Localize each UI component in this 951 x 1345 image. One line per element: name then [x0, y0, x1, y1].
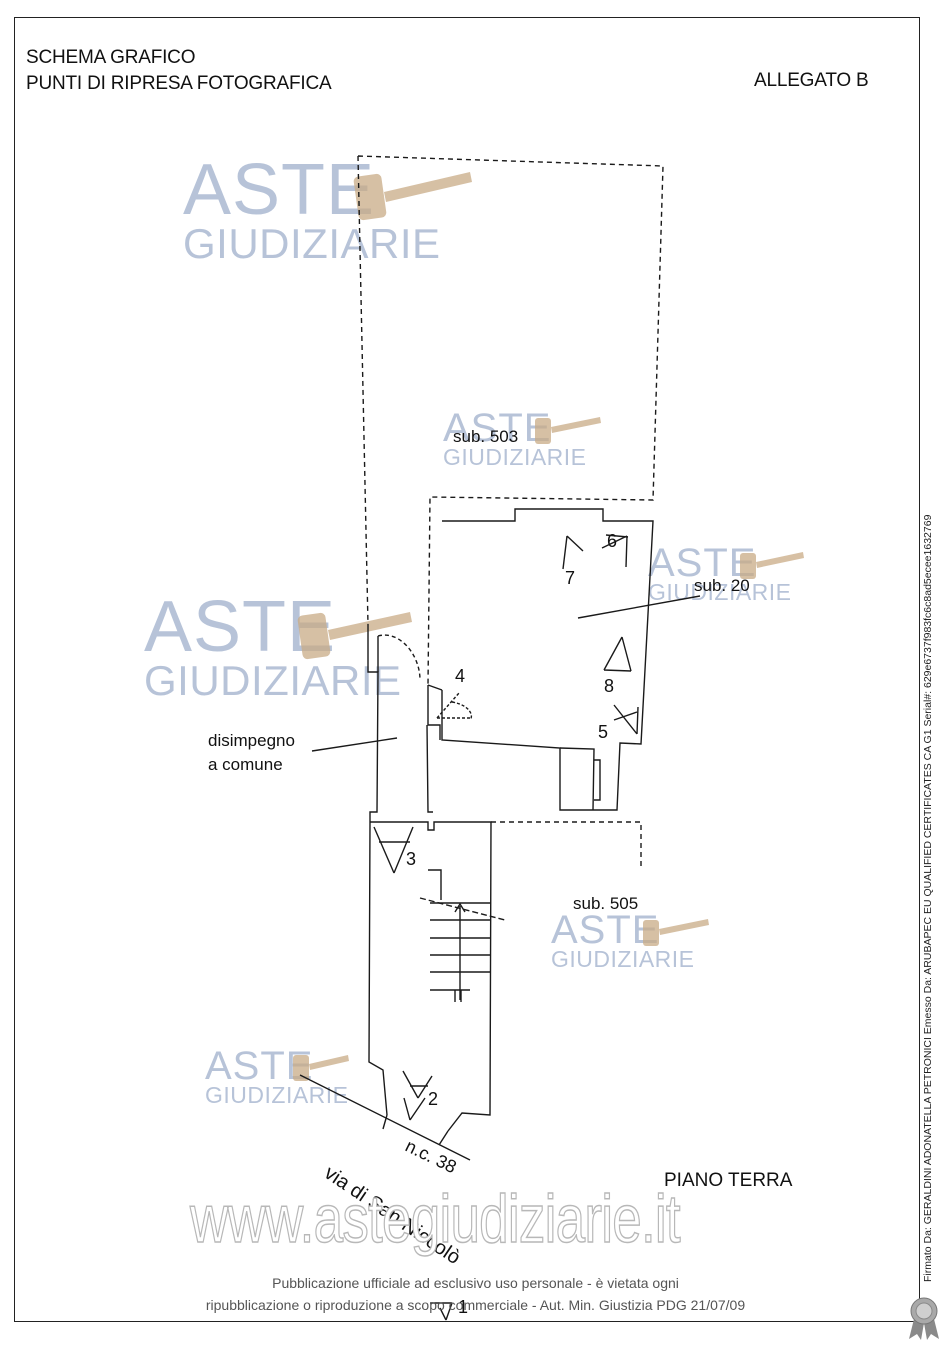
photo-point-label: 4: [455, 666, 465, 686]
sub-503-label: sub. 503: [453, 427, 518, 446]
leader-line: [577, 595, 701, 619]
website-watermark: www.astegiudiziarie.it: [189, 1180, 681, 1258]
digital-signature-text: Firmato Da: GERALDINI ADONATELLA PETRONI…: [922, 514, 934, 1282]
sub-20-label: sub. 20: [694, 576, 750, 595]
camera-angle-icon: [436, 692, 473, 721]
camera-angle-icon: [603, 636, 632, 672]
disimpegno-label: disimpegno: [208, 731, 295, 750]
photo-point-label: 6: [607, 531, 617, 551]
page-frame: [14, 17, 920, 1322]
document-title: SCHEMA GRAFICO: [26, 47, 196, 68]
stair-unit-walls: [368, 821, 492, 1132]
publication-notice: ripubblicazione o riproduzione a scopo c…: [205, 1297, 746, 1313]
photo-point-label: 3: [406, 849, 416, 869]
photo-point-label: 5: [598, 722, 608, 742]
camera-angle-icon: [430, 1302, 453, 1321]
watermark-gavel-icon: [353, 172, 472, 221]
leader-line: [311, 737, 398, 752]
camera-angle-icon: [562, 535, 584, 570]
publication-notice: Pubblicazione ufficiale ad esclusivo uso…: [272, 1275, 679, 1291]
disimpegno-label: a comune: [208, 755, 283, 774]
sub-503-boundary: [357, 155, 664, 686]
watermark-gavel-icon: [293, 1055, 349, 1081]
street-line: [299, 1074, 471, 1161]
storage-block: [559, 747, 595, 811]
document-subtitle: PUNTI DI RIPRESA FOTOGRAFICA: [26, 73, 332, 94]
camera-angle-icon: [373, 826, 414, 874]
watermark-gavel-icon: [740, 552, 804, 579]
photo-point-label: 8: [604, 676, 614, 696]
photo-point-label: 2: [428, 1089, 438, 1109]
watermark-gavel-icon: [535, 417, 601, 444]
sub-20-walls: [441, 508, 654, 811]
camera-angle-icon: [613, 704, 639, 735]
photo-point-label: 1: [458, 1297, 468, 1317]
annex-label: ALLEGATO B: [754, 70, 869, 91]
floor-level-label: PIANO TERRA: [664, 1170, 793, 1191]
door-arc: [377, 634, 421, 681]
photo-point-label: 7: [565, 568, 575, 588]
entrance-wall: [382, 1114, 449, 1146]
sub-505-boundary: [491, 821, 642, 870]
watermark-gavel-icon: [643, 919, 709, 946]
certificate-seal-icon: [909, 1297, 939, 1340]
civic-number-label: n.c. 38: [402, 1136, 459, 1178]
disimpegno-walls: [367, 625, 441, 822]
staircase: [419, 869, 506, 1002]
sub-505-label: sub. 505: [573, 894, 638, 913]
camera-angle-icon: [601, 534, 629, 568]
watermark-gavel-icon: [297, 612, 412, 660]
camera-angle-icon: [402, 1070, 433, 1099]
